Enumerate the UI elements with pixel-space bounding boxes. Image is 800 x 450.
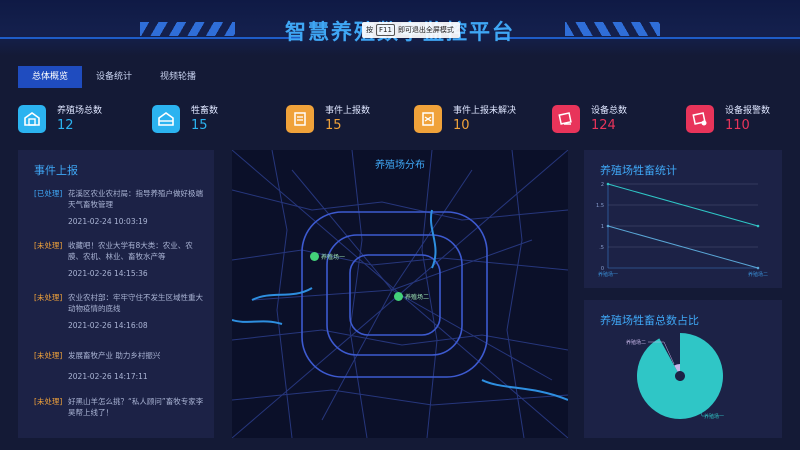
chart-title: 养殖场牲畜统计 (600, 164, 677, 177)
stat-label: 事件上报未解决 (453, 105, 517, 116)
stat-device-total: 设备总数 124 (552, 102, 627, 136)
event-text: 农业农村部：牢牢守住不发生区域性重大动物疫情的底线 (68, 293, 203, 313)
stat-value: 15 (191, 117, 208, 133)
panel-title: 事件上报 (34, 164, 78, 177)
y-tick-label: 2 (601, 182, 604, 188)
stat-event-reports: 事件上报数 15 (286, 102, 370, 136)
livestock-stats-panel: 养殖场牲畜统计 0 .5 1 1.5 2 养殖场一 养殖场二 (584, 150, 782, 288)
data-point (756, 224, 760, 228)
stat-label: 牲畜数 (191, 105, 219, 116)
map-marker-label: 养殖场一 (321, 254, 346, 261)
y-tick-label: 1 (601, 224, 604, 230)
pie-label-line (699, 407, 704, 417)
event-status: [已处理] (34, 189, 63, 198)
livestock-icon (152, 105, 180, 133)
device-icon (552, 105, 580, 133)
farm-distribution-map[interactable]: 养殖场分布 养殖场一 养殖场二 (232, 150, 568, 438)
unresolved-icon (414, 105, 442, 133)
stat-farm-total: 养殖场总数 12 (18, 102, 102, 136)
event-text: 花溪区农业农村局：指导养殖户做好极端天气畜牧管理 (68, 189, 203, 209)
stat-label: 设备报警数 (725, 105, 771, 116)
fullscreen-hint-prefix: 按 (366, 26, 373, 34)
stat-value: 12 (57, 117, 74, 133)
event-status: [未处理] (34, 241, 63, 250)
x-tick-label: 养殖场一 (598, 271, 618, 278)
pie-label: 养殖场一 (704, 413, 724, 420)
tab-video-carousel[interactable]: 视频轮播 (160, 72, 197, 82)
stat-label: 事件上报数 (325, 105, 371, 116)
stat-value: 15 (325, 117, 342, 133)
header-divider-right (500, 37, 800, 39)
map-title: 养殖场分布 (375, 160, 425, 171)
stat-value: 10 (453, 117, 470, 133)
tab-device-stats[interactable]: 设备统计 (96, 72, 133, 82)
series-line-1 (607, 183, 759, 227)
barn-icon (18, 105, 46, 133)
y-tick-label: .5 (599, 245, 604, 251)
fullscreen-hint-suffix: 即可退出全屏模式 (397, 26, 454, 34)
list-item[interactable]: [未处理] 收藏吧！农业大学有8大类：农业、农膜、农机、林业、畜牧水产等 202… (34, 240, 206, 279)
pie-slice-2 (674, 364, 680, 372)
data-point (606, 182, 610, 186)
fullscreen-hint: 按 F11 即可退出全屏模式 (362, 22, 460, 38)
pie-label: 养殖场二 (626, 339, 646, 346)
map-marker-farm-1[interactable] (310, 252, 319, 261)
stat-value: 124 (591, 117, 616, 133)
alarm-icon (686, 105, 714, 133)
data-point (756, 266, 760, 270)
event-report-panel: 事件上报 [已处理] 花溪区农业农村局：指导养殖户做好极端天气畜牧管理 2021… (18, 150, 214, 438)
x-tick-label: 养殖场二 (748, 271, 768, 278)
stat-events-unresolved: 事件上报未解决 10 (414, 102, 516, 136)
header-stripes-right (565, 22, 660, 36)
tab-bar: 总体概览 设备统计 视频轮播 (18, 66, 210, 88)
event-time: 2021-02-26 14:17:11 (68, 372, 148, 381)
livestock-share-panel: 养殖场牲畜总数占比 养殖场一 养殖场二 (584, 300, 782, 438)
y-tick-label: 1.5 (596, 203, 604, 209)
map-roads (232, 150, 568, 438)
list-item[interactable]: [未处理] 好黑山羊怎么挑？“私人顾问”畜牧专家李昊帮上线了！ (34, 396, 206, 418)
pie-chart: 养殖场一 养殖场二 (626, 333, 724, 420)
list-item[interactable]: [已处理] 花溪区农业农村局：指导养殖户做好极端天气畜牧管理 2021-02-2… (34, 188, 206, 227)
event-text: 好黑山羊怎么挑？“私人顾问”畜牧专家李昊帮上线了！ (68, 397, 204, 417)
map-marker-farm-2[interactable] (394, 292, 403, 301)
series-line-2 (607, 225, 759, 269)
event-time: 2021-02-26 14:16:08 (68, 321, 148, 330)
stat-label: 设备总数 (591, 105, 628, 116)
map-marker-label: 养殖场二 (405, 294, 430, 301)
stat-device-alarms: 设备报警数 110 (686, 102, 770, 136)
event-time: 2021-02-26 14:15:36 (68, 269, 148, 278)
stat-livestock: 牲畜数 15 (152, 102, 218, 136)
chart-title: 养殖场牲畜总数占比 (600, 314, 699, 327)
header-divider-left (0, 37, 300, 39)
stat-cards: 养殖场总数 12 牲畜数 15 事件上报数 15 事件上报未解决 10 (18, 102, 788, 136)
f11-key: F11 (376, 24, 395, 36)
report-icon (286, 105, 314, 133)
data-point (606, 224, 610, 228)
line-chart: 0 .5 1 1.5 2 养殖场一 养殖场二 (596, 182, 768, 278)
pie-slice-1 (637, 333, 723, 419)
event-text: 发展畜牧产业 助力乡村振兴 (68, 351, 161, 360)
stat-value: 110 (725, 117, 750, 133)
pie-label-line (648, 341, 675, 365)
list-item[interactable]: [未处理] 农业农村部：牢牢守住不发生区域性重大动物疫情的底线 2021-02-… (34, 292, 206, 331)
event-time: 2021-02-24 10:03:19 (68, 217, 148, 226)
y-tick-label: 0 (601, 266, 604, 272)
stat-label: 养殖场总数 (57, 105, 103, 116)
tab-overview[interactable]: 总体概览 (18, 66, 83, 88)
list-item[interactable]: [未处理] 发展畜牧产业 助力乡村振兴 2021-02-26 14:17:11 (34, 350, 206, 382)
header: 智慧养殖数字监控平台 按 F11 即可退出全屏模式 (0, 0, 800, 56)
event-text: 收藏吧！农业大学有8大类：农业、农膜、农机、林业、畜牧水产等 (68, 241, 193, 261)
event-status: [未处理] (34, 397, 63, 406)
event-status: [未处理] (34, 293, 63, 302)
header-stripes-left (140, 22, 235, 36)
event-status: [未处理] (34, 351, 63, 360)
